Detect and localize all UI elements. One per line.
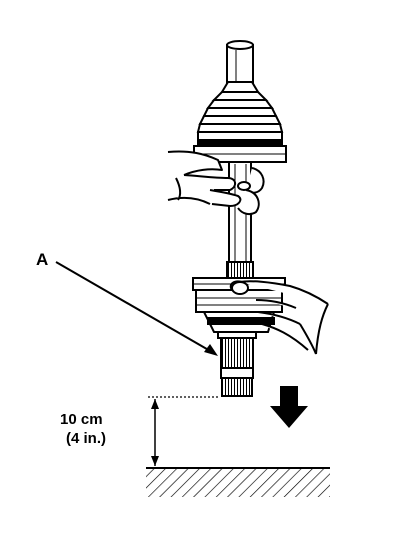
down-arrow-icon <box>270 386 308 428</box>
spline-collar <box>226 261 254 279</box>
dimension-lines <box>148 396 218 466</box>
callout-label-a: A <box>36 250 49 269</box>
callout-leader <box>55 261 218 356</box>
splined-stub <box>217 331 257 397</box>
dimension-label-metric: 10 cm <box>60 411 103 428</box>
shaft-top <box>226 40 254 86</box>
upper-boot <box>193 81 287 163</box>
upper-hand <box>167 150 265 216</box>
ground-hatch <box>146 467 330 497</box>
dimension-label-imperial: (4 in.) <box>66 430 106 447</box>
lower-hand <box>229 280 329 355</box>
